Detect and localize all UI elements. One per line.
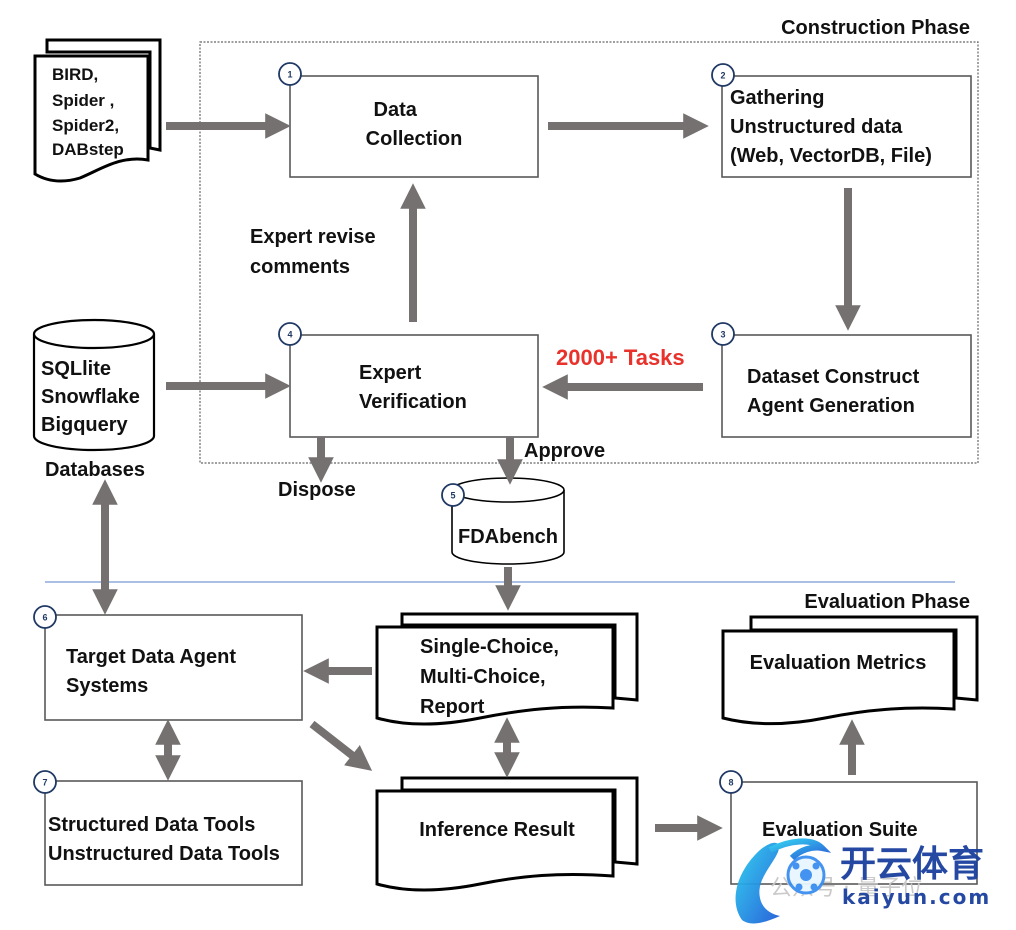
step-3-badge [711, 322, 735, 346]
step-6-label-line-1: Target Data Agent [66, 646, 236, 668]
dispose-label: Dispose [278, 479, 356, 501]
step-6-label-line-2: Systems [66, 675, 148, 697]
evaluation-metrics-document: Evaluation Metrics [721, 615, 979, 726]
step-1-number: 1 [287, 70, 292, 80]
svg-text:Dataset Construct Agent: Dataset Construct Agent Generation [747, 366, 925, 417]
benchmark-spider: Spider , [52, 91, 114, 110]
step-7-label-line-1: Structured Data Tools [48, 814, 255, 836]
db-sqllite: SQLlite [41, 358, 111, 380]
step-2-number: 2 [720, 71, 725, 81]
step-6-target-systems: Target Data Agent Systems 6 [33, 605, 303, 721]
svg-text:SQLlite Snowflake: SQLlite Snowflake Bigquery [41, 358, 145, 436]
step-2-label-line-1: Gathering [730, 87, 824, 109]
watermark-brand-en: kaiyun.com [842, 885, 991, 909]
step-5-number: 5 [450, 491, 455, 501]
step-1-label-line-1: Data [374, 99, 418, 121]
watermark-brand-cn: 开云体育 [840, 844, 984, 885]
benchmark-bird: BIRD, [52, 65, 98, 84]
databases-cylinder: SQLlite Snowflake Bigquery [32, 318, 156, 452]
step-4-label-line-2: Verification [359, 391, 467, 413]
svg-text:Expert Verification: Expert Verification [359, 362, 467, 413]
approve-label: Approve [524, 440, 605, 462]
step-2-badge [711, 63, 735, 87]
construction-phase-title: Construction Phase [781, 17, 970, 39]
db-snowflake: Snowflake [41, 386, 140, 408]
step-6-badge [33, 605, 57, 629]
step-2-label-line-2: Unstructured data [730, 116, 903, 138]
databases-caption: Databases [45, 459, 145, 481]
revise-comments-label-line-1: Expert revise [250, 226, 376, 248]
step-3-dataset-construct: Dataset Construct Agent Generation 3 [711, 322, 972, 438]
step-7-label-line-2: Unstructured Data Tools [48, 843, 280, 865]
svg-text:Target Data Agent System: Target Data Agent Systems [66, 646, 242, 697]
step-5-fdabench: FDAbench 5 [441, 477, 565, 565]
arrow-target-systems-to-inference [309, 720, 373, 771]
db-bigquery: Bigquery [41, 414, 129, 436]
step-7-badge [33, 770, 57, 794]
question-type-multi: Multi-Choice, [420, 666, 546, 688]
step-4-expert-verification: Expert Verification 4 [278, 322, 539, 438]
evaluation-phase-title: Evaluation Phase [804, 591, 970, 613]
inference-result-document: Inference Result [375, 776, 639, 892]
step-8-number: 8 [728, 778, 733, 788]
task-count-label: 2000+ Tasks [556, 345, 685, 370]
step-1-label-line-2: Collection [366, 128, 463, 150]
step-5-label: FDAbench [458, 526, 558, 548]
svg-text:BIRD, Spider , Spi: BIRD, Spider , Spider2, DABstep [52, 65, 124, 159]
step-2-gathering-unstructured: Gathering Unstructured data (Web, Vector… [711, 63, 972, 178]
benchmark-sources-document: BIRD, Spider , Spider2, DABstep [33, 38, 162, 183]
step-6-number: 6 [42, 613, 47, 623]
benchmark-dabstep: DABstep [52, 140, 124, 159]
step-8-label: Evaluation Suite [762, 819, 918, 841]
revise-comments-label-line-2: comments [250, 256, 350, 278]
construction-phase-region [199, 41, 979, 464]
svg-text:Expert revise comments: Expert revise comments [250, 226, 381, 278]
watermark: 公众号 · 量子位 开云体育 kaiyun.com [735, 838, 991, 924]
benchmark-spider2: Spider2, [52, 116, 119, 135]
inference-result-label: Inference Result [419, 819, 575, 841]
step-7-number: 7 [42, 778, 47, 788]
step-3-number: 3 [720, 330, 725, 340]
step-1-data-collection: Data Collection 1 [278, 62, 539, 178]
step-4-number: 4 [287, 330, 292, 340]
step-2-label-line-3: (Web, VectorDB, File) [730, 145, 932, 167]
step-3-label-line-2: Agent Generation [747, 395, 915, 417]
step-5-badge [441, 483, 465, 507]
step-1-badge [278, 62, 302, 86]
svg-text:Structured Data Tools Un: Structured Data Tools Unstructured Data … [48, 814, 280, 865]
step-8-evaluation-suite: Evaluation Suite 8 [719, 770, 978, 885]
question-type-single: Single-Choice, [420, 636, 559, 658]
svg-text:Gathering Unstructured d: Gathering Unstructured data (Web, Vector… [730, 87, 932, 167]
step-3-label-line-1: Dataset Construct [747, 366, 920, 388]
step-4-badge [278, 322, 302, 346]
kaiyun-logo-icon [735, 838, 832, 924]
step-8-badge [719, 770, 743, 794]
step-4-label-line-1: Expert [359, 362, 422, 384]
svg-text:Data Collection: Data Collection [366, 99, 463, 150]
evaluation-metrics-label: Evaluation Metrics [750, 652, 927, 674]
question-types-document: Single-Choice, Multi-Choice, Report [375, 612, 639, 726]
svg-text:Single-Choice, Multi-Cho: Single-Choice, Multi-Choice, Report [420, 636, 564, 718]
step-7-data-tools: Structured Data Tools Unstructured Data … [33, 770, 303, 886]
question-type-report: Report [420, 696, 485, 718]
